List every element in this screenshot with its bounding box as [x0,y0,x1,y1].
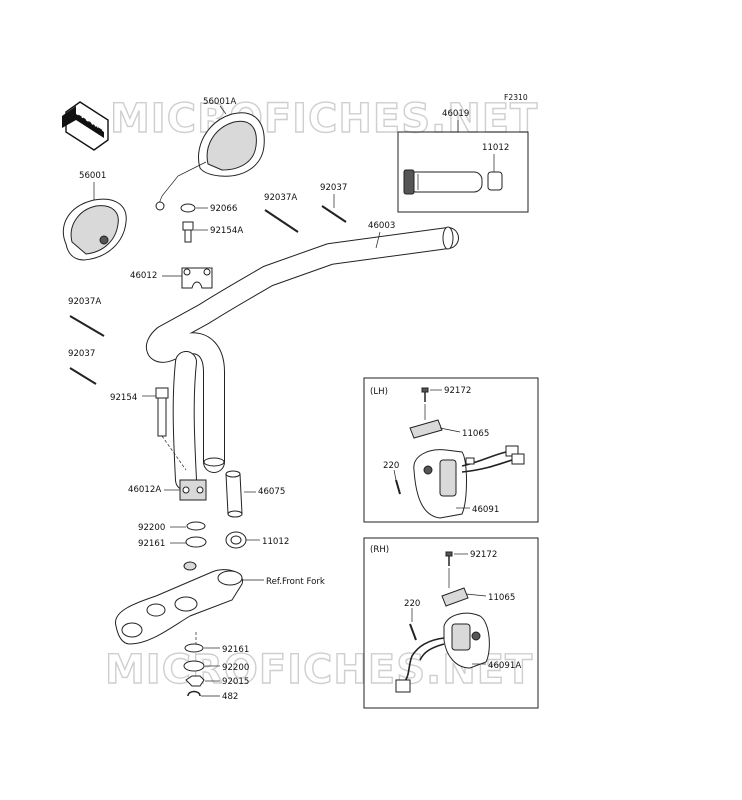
switch-46091-lh[interactable] [413,445,525,519]
grip-box-46019 [397,131,529,213]
label-46012: 46012 [130,271,157,281]
label-220-lh: 220 [383,461,399,471]
label-92037a-top: 92037A [264,193,297,203]
watermark-top: MICROFICHES.NET [110,96,538,142]
diagram-code: F2310 [504,93,528,102]
pin-92037a-top[interactable] [264,209,299,233]
washer-92200-b[interactable] [183,660,205,672]
washer-92161-b[interactable] [184,643,204,653]
label-92172-lh: 92172 [444,386,471,396]
box-rh-label: (RH) [370,545,389,555]
label-11012-mid: 11012 [262,537,289,547]
part-92066[interactable] [180,203,196,213]
front-arrow-icon: FRONT [62,101,109,151]
label-46091a: 46091A [488,661,521,671]
nut-92015[interactable] [185,675,205,687]
grip-46075[interactable] [225,470,243,518]
label-11065-rh: 11065 [488,593,515,603]
label-56001: 56001 [79,171,106,181]
circlip-482[interactable] [187,690,201,697]
label-46012a: 46012A [128,485,161,495]
label-92154a: 92154A [210,226,243,236]
label-92015: 92015 [222,677,249,687]
label-ref-front-fork: Ref.Front Fork [266,577,325,587]
label-92154: 92154 [110,393,137,403]
grip-46019[interactable] [403,169,483,195]
bolt-92154a[interactable] [182,221,194,243]
grip-end-11012-top[interactable] [487,171,503,191]
washer-92200-a[interactable] [186,521,206,531]
label-11012-top: 11012 [482,143,509,153]
label-11065-lh: 11065 [462,429,489,439]
triple-clamp[interactable] [115,561,243,645]
box-lh-label: (LH) [370,387,388,397]
bolt-92154[interactable] [155,387,169,437]
pin-92037a-left[interactable] [69,315,105,337]
switch-box-lh [363,377,539,523]
label-92037-top: 92037 [320,183,347,193]
label-46019: 46019 [442,109,469,119]
mirror-56001[interactable] [62,198,127,261]
label-92200-a: 92200 [138,523,165,533]
switch-46091a-rh[interactable] [395,612,490,693]
label-220-rh: 220 [404,599,420,609]
label-92066: 92066 [210,204,237,214]
pin-92037-top[interactable] [321,205,347,223]
label-92161-a: 92161 [138,539,165,549]
screw-220-lh[interactable] [395,479,401,495]
label-482: 482 [222,692,238,702]
label-92172-rh: 92172 [470,550,497,560]
label-92037-left: 92037 [68,349,95,359]
label-92200-b: 92200 [222,663,249,673]
label-92161-b: 92161 [222,645,249,655]
label-46091: 46091 [472,505,499,515]
clamp-46012[interactable] [181,267,213,289]
clamp-46012a[interactable] [179,479,207,501]
mirror-56001a[interactable] [155,112,265,211]
screw-92172-lh[interactable] [421,387,429,402]
pin-92037-left[interactable] [69,367,97,385]
screw-92172-rh[interactable] [445,551,453,566]
clamp-11065-rh[interactable] [441,587,469,607]
grip-end-11012-mid[interactable] [225,531,247,549]
label-92037a-left: 92037A [68,297,101,307]
handlebar-46003[interactable] [146,226,459,491]
switch-box-rh [363,537,539,709]
label-46003: 46003 [368,221,395,231]
label-46075: 46075 [258,487,285,497]
screw-220-rh[interactable] [409,623,417,641]
washer-92161-a[interactable] [185,536,207,548]
label-56001a: 56001A [203,97,236,107]
clamp-11065-lh[interactable] [409,419,443,439]
